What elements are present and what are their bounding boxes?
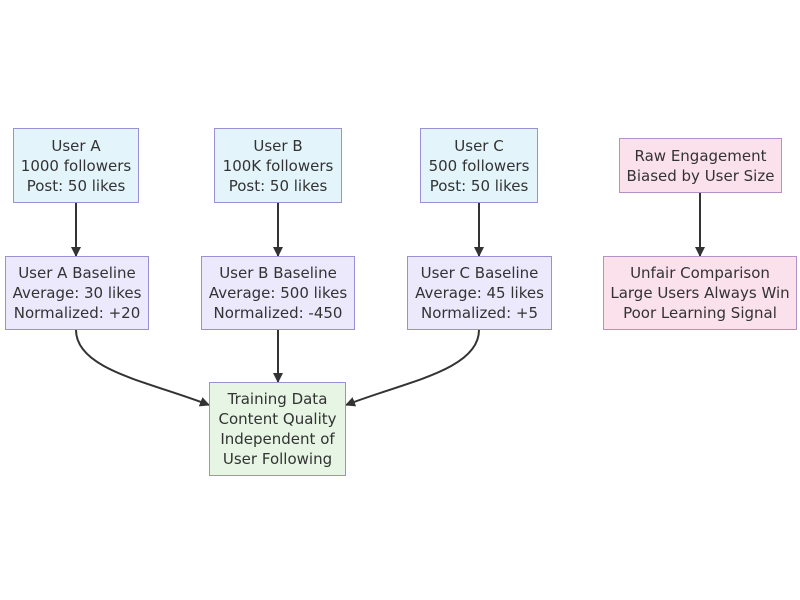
node-user-c: User C 500 followers Post: 50 likes — [420, 128, 538, 203]
node-line: Average: 30 likes — [12, 284, 142, 302]
node-line: User C Baseline — [420, 264, 539, 282]
node-line: Normalized: +5 — [421, 304, 538, 322]
node-line: Unfair Comparison — [630, 264, 770, 282]
node-line: Independent of — [220, 430, 335, 448]
edge-baseline-a-to-training — [75, 329, 210, 407]
node-line: 100K followers — [222, 156, 334, 175]
node-line: Content Quality — [218, 410, 337, 428]
node-line: Poor Learning Signal — [623, 304, 777, 322]
node-raw-engagement: Raw Engagement Biased by User Size — [619, 138, 782, 193]
edge-baseline-c-to-training — [345, 329, 480, 407]
node-line: User B — [253, 136, 303, 155]
node-baseline-b: User B Baseline Average: 500 likes Norma… — [201, 256, 355, 330]
node-line: User Following — [222, 450, 333, 468]
node-line: 500 followers — [428, 156, 530, 175]
node-user-b: User B 100K followers Post: 50 likes — [214, 128, 342, 203]
node-line: Average: 45 likes — [415, 284, 544, 302]
node-line: User A — [51, 136, 101, 155]
node-line: Training Data — [227, 390, 328, 408]
node-line: User B Baseline — [219, 264, 337, 282]
node-line: Post: 50 likes — [26, 176, 126, 195]
node-unfair-comparison: Unfair Comparison Large Users Always Win… — [603, 256, 797, 330]
node-baseline-c: User C Baseline Average: 45 likes Normal… — [407, 256, 552, 330]
node-line: Biased by User Size — [626, 166, 775, 185]
node-line: Raw Engagement — [634, 146, 767, 165]
node-line: Large Users Always Win — [610, 284, 790, 302]
node-line: User C — [454, 136, 504, 155]
node-training-data: Training Data Content Quality Independen… — [209, 382, 346, 476]
node-line: Average: 500 likes — [208, 284, 348, 302]
node-line: User A Baseline — [18, 264, 136, 282]
node-user-a: User A 1000 followers Post: 50 likes — [13, 128, 139, 203]
node-line: Post: 50 likes — [429, 176, 529, 195]
node-line: 1000 followers — [20, 156, 132, 175]
node-line: Normalized: +20 — [13, 304, 141, 322]
node-line: Post: 50 likes — [228, 176, 328, 195]
node-baseline-a: User A Baseline Average: 30 likes Normal… — [5, 256, 149, 330]
node-line: Normalized: -450 — [213, 304, 343, 322]
